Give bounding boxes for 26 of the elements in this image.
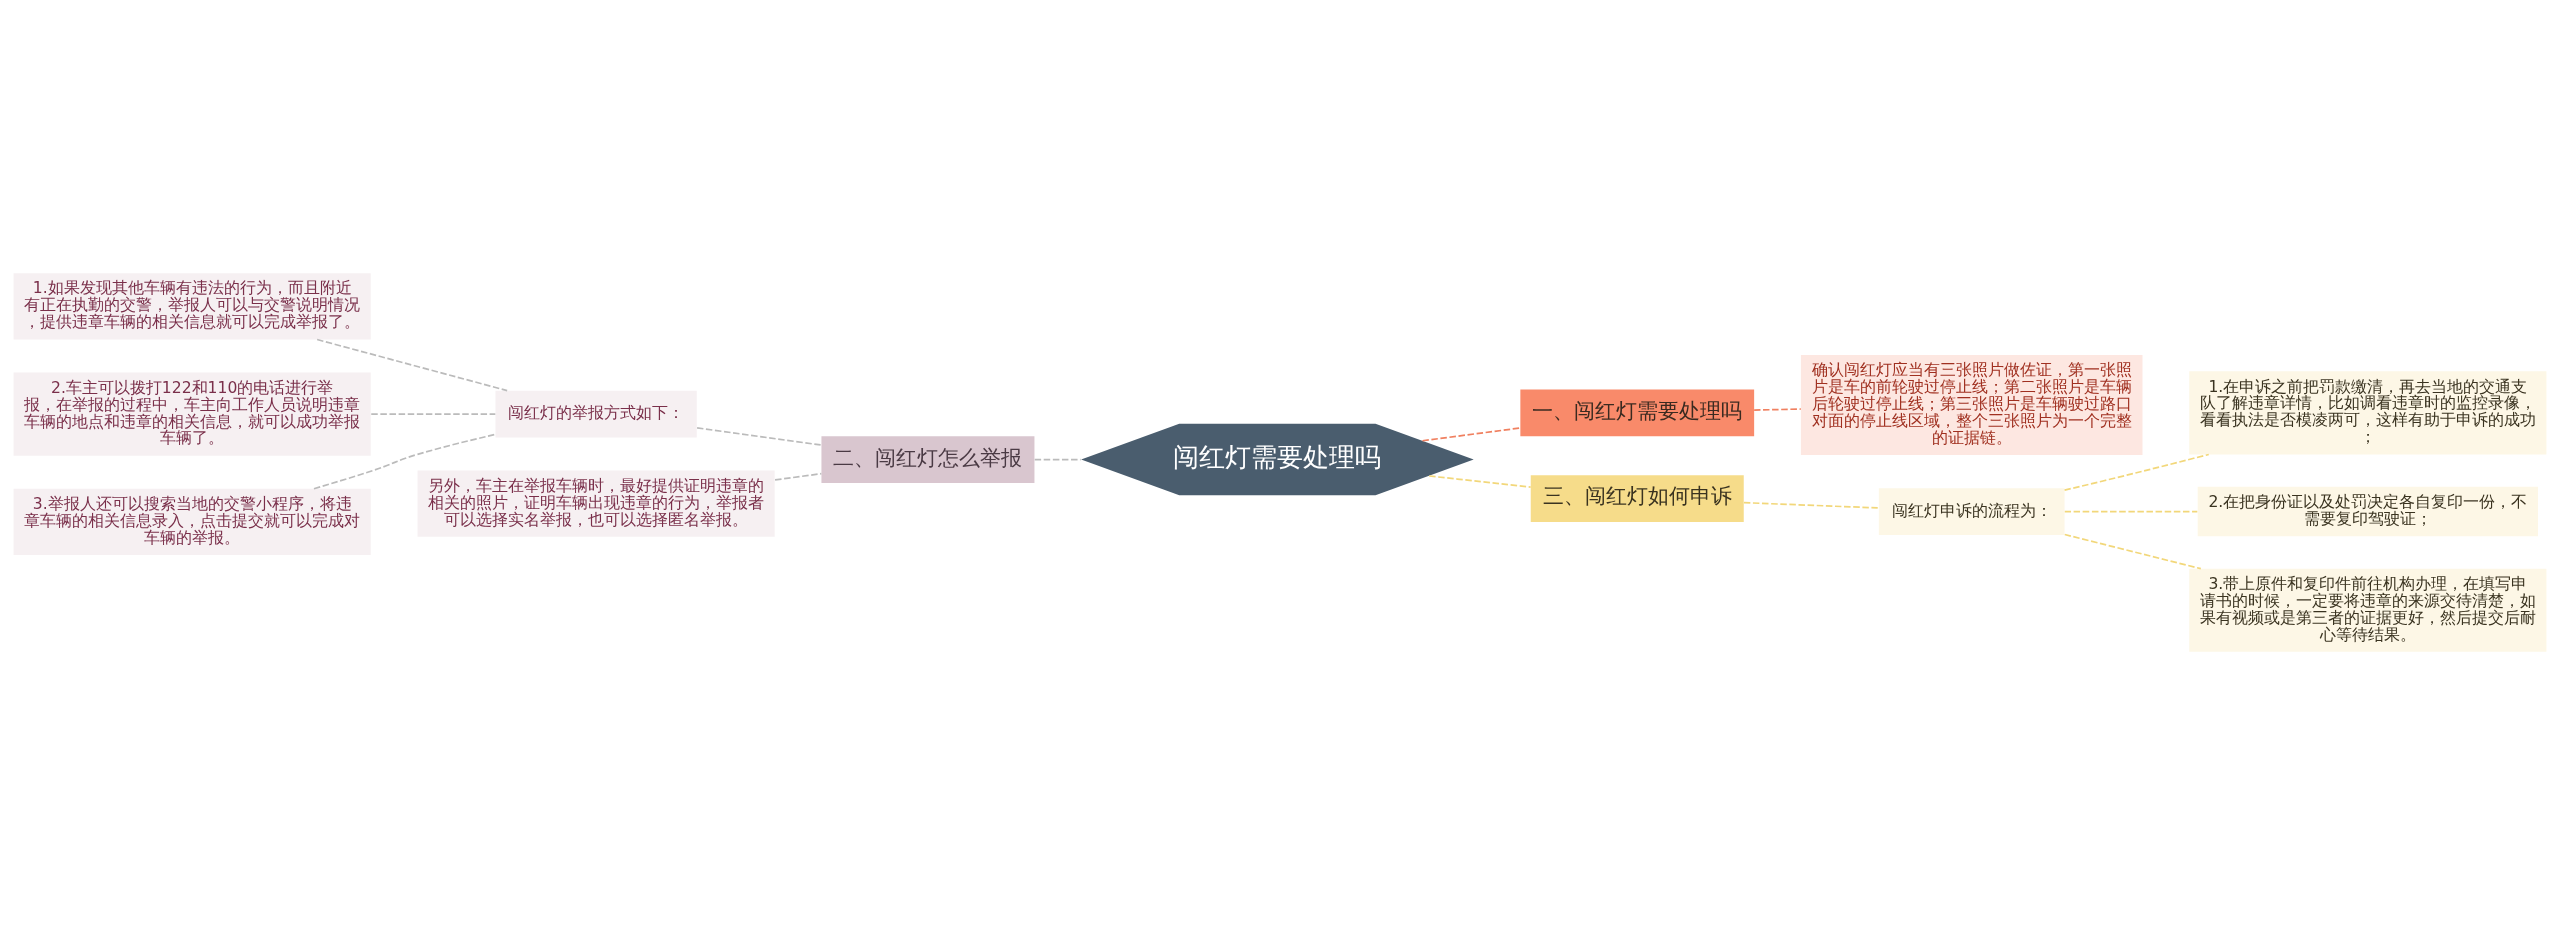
node-box: 2.在把身份证以及处罚决定各自复印一份，不需要复印驾驶证； [2197, 486, 2538, 537]
connector [1033, 458, 1082, 461]
connector [313, 433, 497, 490]
connector [370, 413, 497, 415]
node-box: 三、闯红灯如何申诉 [1530, 475, 1744, 522]
node-box: 另外，车主在举报车辆时，最好提供证明违章的相关的照片，证明车辆出现违章的行为，举报者可以选择实名举报，也可以选择匿名举报。 [417, 470, 775, 537]
node-box: 2.车主可以拨打122和110的电话进行举报，在举报的过程中，车主向工作人员说明违章车辆的地点和违章的相关信息，就可以成功举报车辆了。 [13, 372, 371, 456]
connector [1743, 501, 1880, 509]
connector [1753, 408, 1802, 411]
connector [316, 338, 508, 392]
connector [2063, 533, 2202, 570]
node-box: 一、闯红灯需要处理吗 [1520, 389, 1755, 437]
connector [2063, 510, 2199, 513]
connector [696, 427, 822, 446]
node-box: 闯红灯申诉的流程为： [1878, 488, 2065, 535]
node-box: 3.带上原件和复印件前往机构办理，在填写申请书的时候，一定要将违章的来源交待清楚，如果有视频或是第三者的证据更好，然后提交后耐心等待结果。 [2189, 568, 2547, 652]
node-box: 1.在申诉之前把罚款缴清，再去当地的交通支队了解违章详情，比如调看违章时的监控录像，看看执法是否模凌两可，这样有助于申诉的成功； [2189, 371, 2547, 455]
node-box: 确认闯红灯应当有三张照片做佐证，第一张照片是车的前轮驶过停止线；第二张照片是车辆后轮驶过停止线；第三张照片是车辆驶过路口对面的停止线区域，整个三张照片为一个完整的证据链。 [1800, 355, 2143, 456]
connector [1421, 427, 1521, 442]
node-box: 1.如果发现其他车辆有违法的行为，而且附近有正在执勤的交警，举报人可以与交警说明情况，提供违章车辆的相关信息就可以完成举报了。 [13, 273, 371, 340]
connector [774, 472, 823, 481]
connector [2063, 453, 2210, 491]
node-box: 二、闯红灯怎么举报 [821, 436, 1035, 483]
connector [1428, 475, 1532, 488]
node-box: 3.举报人还可以搜索当地的交警小程序，将违章车辆的相关信息录入，点击提交就可以完成对车辆的举报。 [13, 488, 371, 556]
node-box: 闯红灯的举报方式如下： [495, 390, 697, 438]
